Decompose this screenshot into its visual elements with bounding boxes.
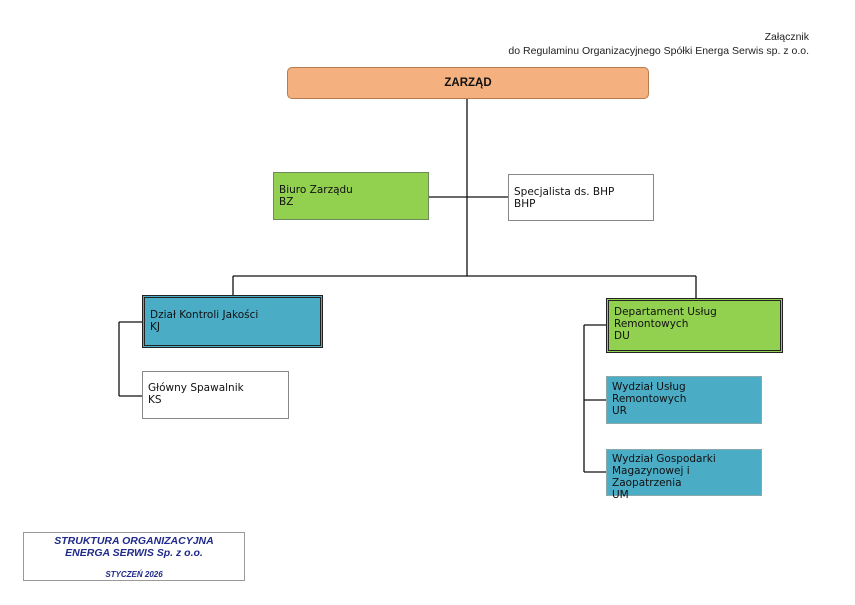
unit-biuro-code: BZ [279,196,294,208]
unit-du-name: Departament Usług Remontowych [614,306,717,330]
unit-ur-name: Wydział Usług Remontowych [612,381,687,405]
unit-wydzial-uslug-remontowych: Wydział Usług Remontowych UR [606,376,762,424]
unit-um-code: UM [612,489,629,501]
attachment-note: Załącznik do Regulaminu Organizacyjnego … [508,30,809,58]
attachment-label: Załącznik [764,31,809,43]
attachment-reference: do Regulaminu Organizacyjnego Spółki Ene… [508,45,809,57]
unit-departament-uslug-remontowych: Departament Usług Remontowych DU [606,298,783,353]
unit-kj-code: KJ [150,321,160,333]
unit-ks-code: KS [148,394,162,406]
unit-kj-name: Dział Kontroli Jakości [150,309,259,321]
structure-date: STYCZEŃ 2026 [105,570,163,579]
unit-dzial-kontroli-jakosci: Dział Kontroli Jakości KJ [142,295,323,348]
unit-specjalista-bhp: Specjalista ds. BHP BHP [508,174,654,221]
unit-biuro-name: Biuro Zarządu [279,184,353,196]
unit-zarzad-name: ZARZĄD [444,77,492,89]
structure-title: STRUKTURA ORGANIZACYJNA [54,535,214,547]
unit-um-name: Wydział Gospodarki Magazynowej i Zaopatr… [612,453,716,489]
unit-bhp-code: BHP [514,198,536,210]
structure-title-box: STRUKTURA ORGANIZACYJNA ENERGA SERWIS Sp… [23,532,245,581]
unit-bhp-name: Specjalista ds. BHP [514,186,615,198]
unit-ks-name: Główny Spawalnik [148,382,244,394]
unit-wydzial-gospodarki-magazynowej: Wydział Gospodarki Magazynowej i Zaopatr… [606,449,762,501]
unit-glowny-spawalnik: Główny Spawalnik KS [142,371,289,419]
unit-ur-code: UR [612,405,627,417]
unit-du-code: DU [614,330,630,342]
unit-zarzad: ZARZĄD [287,67,649,99]
unit-biuro-zarzadu: Biuro Zarządu BZ [273,172,429,220]
company-name: ENERGA SERWIS Sp. z o.o. [65,547,203,559]
